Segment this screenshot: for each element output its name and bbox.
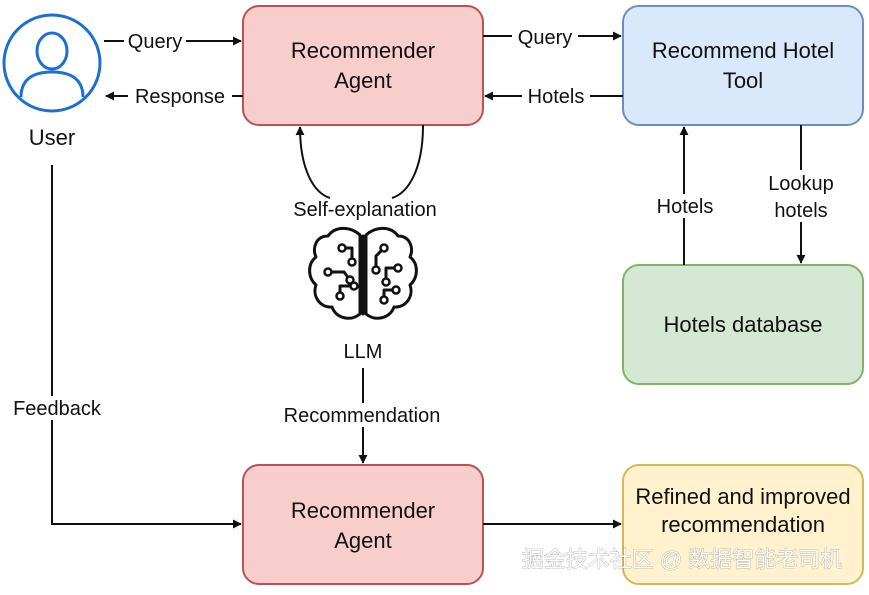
- edge-self-explanation: [300, 125, 424, 199]
- edge-recommendation-label: Recommendation: [284, 405, 441, 427]
- hotels-database-label: Hotels database: [664, 312, 823, 337]
- edge-tool-hotels-label: Hotels: [528, 86, 585, 108]
- refined-recommendation-line2: recommendation: [661, 512, 825, 537]
- edge-user-query-label-bg: [124, 29, 186, 53]
- edge-agent-response-label: Response: [135, 86, 225, 108]
- edge-feedback: [51, 165, 242, 529]
- edge-tool-hotels-label-bg: [522, 84, 590, 108]
- edge-lookup-hotels-line2: hotels: [774, 200, 827, 222]
- recommender-agent-bottom: Recommender Agent: [242, 464, 484, 585]
- recommend-hotel-tool-line2: Tool: [723, 68, 763, 93]
- recommender-agent-bottom-line2: Agent: [334, 528, 392, 553]
- edge-self-explanation-label: Self-explanation: [293, 199, 436, 221]
- brain-circuit-nodes: [323, 243, 403, 305]
- recommender-agent-top: Recommender Agent: [242, 5, 484, 126]
- recommender-agent-top-line2: Agent: [334, 68, 392, 93]
- edge-lookup-hotels-label-bg: [763, 170, 839, 222]
- edge-agent-tool-query-label-bg: [512, 25, 578, 49]
- user-label: User: [29, 125, 75, 150]
- user-icon: [2, 13, 102, 113]
- edge-user-query-label: Query: [128, 31, 182, 53]
- edge-recommendation-label-bg: [272, 403, 452, 427]
- refined-recommendation: Refined and improved recommendation: [622, 464, 864, 585]
- hotels-database: Hotels database: [622, 264, 864, 385]
- brain-circuit-icon: [308, 226, 418, 320]
- recommender-agent-top-line1: Recommender: [291, 38, 435, 63]
- edge-db-hotels-label: Hotels: [657, 196, 714, 218]
- recommend-hotel-tool-line1: Recommend Hotel: [652, 38, 834, 63]
- edge-db-hotels-label-bg: [652, 194, 718, 218]
- edge-agent-response-label-bg: [128, 84, 232, 108]
- edge-feedback-label-bg: [8, 396, 108, 420]
- recommender-agent-bottom-line1: Recommender: [291, 498, 435, 523]
- llm-label: LLM: [344, 341, 383, 363]
- edge-agent-tool-query-label: Query: [518, 27, 572, 49]
- refined-recommendation-line1: Refined and improved: [635, 484, 850, 509]
- edge-lookup-hotels-line1: Lookup: [768, 173, 834, 195]
- recommend-hotel-tool: Recommend Hotel Tool: [622, 5, 864, 126]
- watermark-text: 掘金技术社区 @ 数据智能老司机: [522, 547, 843, 572]
- edge-feedback-label: Feedback: [13, 398, 102, 420]
